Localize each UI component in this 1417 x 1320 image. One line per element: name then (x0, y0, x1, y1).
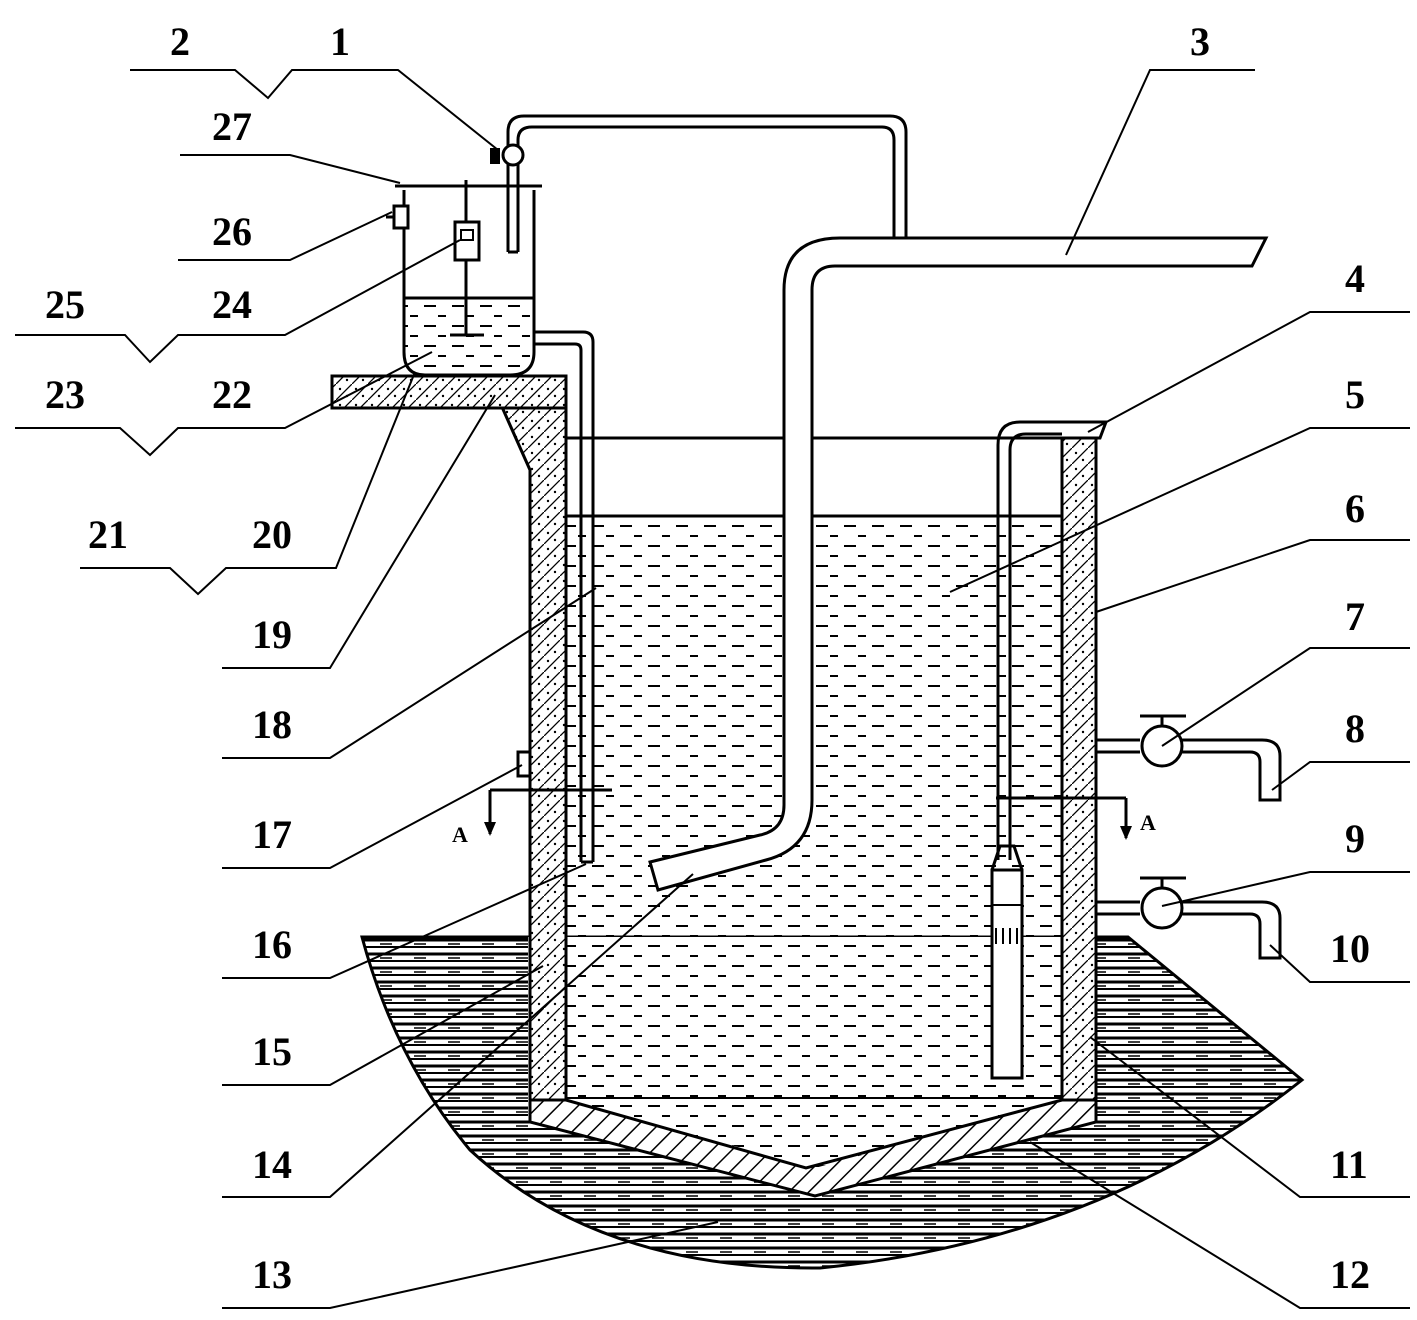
label-16: 16 (252, 922, 292, 967)
label-24: 24 (212, 282, 252, 327)
label-12: 12 (1330, 1252, 1370, 1297)
label-22: 22 (212, 372, 252, 417)
top-pipe (506, 114, 908, 252)
label-7: 7 (1345, 594, 1365, 639)
label-4: 4 (1345, 256, 1365, 301)
label-25: 25 (45, 282, 85, 327)
section-mark-right: A (1140, 810, 1156, 835)
label-6: 6 (1345, 486, 1365, 531)
feed-tank (402, 190, 536, 377)
outlet-valve-lower (1096, 876, 1282, 960)
label-10: 10 (1330, 926, 1370, 971)
dosing-pipe (534, 330, 595, 864)
label-9: 9 (1345, 816, 1365, 861)
label-27: 27 (212, 104, 252, 149)
leader-lines (15, 69, 1410, 1309)
label-17: 17 (252, 812, 292, 857)
label-14: 14 (252, 1142, 292, 1187)
support-bracket (330, 374, 568, 410)
check-valve (501, 143, 525, 167)
pump-riser-pipe (996, 420, 1085, 860)
label-23: 23 (45, 372, 85, 417)
label-26: 26 (212, 209, 252, 254)
label-20: 20 (252, 512, 292, 557)
label-3: 3 (1190, 19, 1210, 64)
label-18: 18 (252, 702, 292, 747)
tank-water (566, 516, 1062, 1168)
label-19: 19 (252, 612, 292, 657)
submersible-pump (990, 868, 1024, 1080)
label-8: 8 (1345, 706, 1365, 751)
label-13: 13 (252, 1252, 292, 1297)
label-11: 11 (1330, 1142, 1368, 1187)
label-21: 21 (88, 512, 128, 557)
wall-sensor (516, 750, 532, 778)
label-2: 2 (170, 19, 190, 64)
label-15: 15 (252, 1029, 292, 1074)
label-1: 1 (330, 19, 350, 64)
callout-labels: 2 1 27 26 25 24 23 22 21 20 19 18 17 16 … (45, 19, 1370, 1297)
section-mark-left: A (452, 822, 468, 847)
tank-right-wall (1060, 436, 1098, 1124)
feed-tank-valve (392, 204, 410, 230)
tank-bottom (528, 1098, 1098, 1198)
label-5: 5 (1345, 372, 1365, 417)
